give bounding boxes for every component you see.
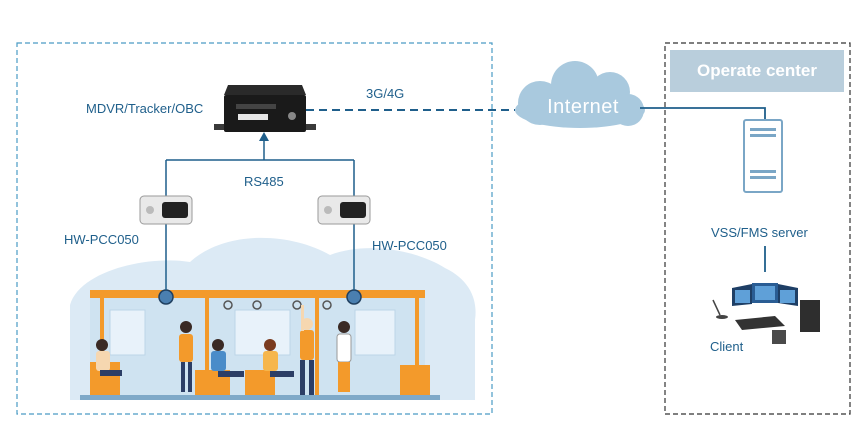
- counter-left-device: [139, 195, 193, 225]
- sensor-left-dot: [158, 289, 174, 305]
- sensor-right-dot: [346, 289, 362, 305]
- bus-interior: [80, 290, 440, 400]
- client-label: Client: [710, 339, 744, 354]
- rs485-label: RS485: [244, 174, 284, 189]
- passengers-illustration: [96, 305, 352, 395]
- counter-right-device: [317, 195, 371, 225]
- server-icon: [743, 119, 783, 193]
- mdvr-device: [214, 85, 316, 132]
- operate-center-boundary: [664, 42, 851, 415]
- server-label: VSS/FMS server: [711, 225, 808, 240]
- client-workstation-icon: [712, 283, 820, 344]
- rs485-wiring: [165, 135, 355, 290]
- counter-right-label: HW-PCC050: [372, 238, 447, 253]
- link-label: 3G/4G: [366, 86, 405, 101]
- vehicle-boundary: [16, 42, 493, 415]
- center-link: [640, 107, 766, 120]
- mdvr-label: MDVR/Tracker/OBC: [86, 101, 204, 116]
- counter-left-label: HW-PCC050: [64, 232, 139, 247]
- arrow-up-icon: [259, 132, 269, 141]
- operate-center-title: Operate center: [670, 50, 844, 92]
- internet-cloud: [515, 61, 645, 128]
- internet-label: Internet: [547, 96, 619, 118]
